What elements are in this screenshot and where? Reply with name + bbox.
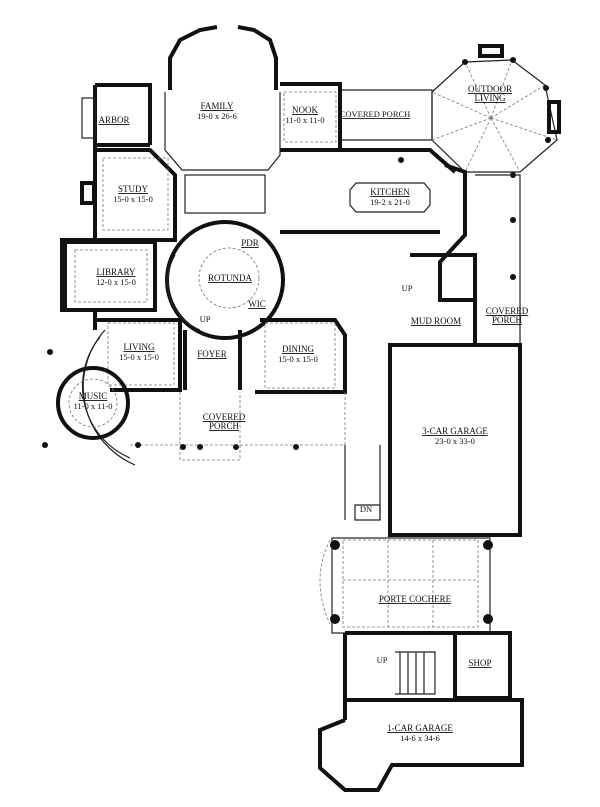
outdoor-living-rays (431, 59, 558, 173)
label-outdoor-living-1: OUTDOOR (468, 84, 512, 94)
study-ceiling (102, 157, 169, 231)
size-library: 12-0 x 15-0 (96, 277, 136, 287)
size-study: 15-0 x 15-0 (113, 194, 153, 204)
arbor-trellis (81, 97, 96, 139)
size-nook: 11-0 x 11-0 (285, 115, 324, 125)
label-up-rotunda: UP (200, 314, 211, 324)
dn-stair (354, 504, 381, 521)
size-family: 19-0 x 26-6 (197, 111, 237, 121)
label-dining: DINING (282, 344, 314, 354)
label-kitchen: KITCHEN (370, 187, 410, 197)
music-room-wall (56, 366, 130, 440)
porte-cochere-columns (330, 540, 493, 624)
music-veranda-arc-inner (81, 336, 131, 459)
library-wall (63, 240, 157, 312)
size-3-car-garage: 23-0 x 33-0 (435, 436, 475, 446)
family-room-outline (164, 92, 281, 171)
garage-stair-treads (395, 651, 436, 695)
garage-3car-wall (388, 343, 522, 537)
label-covered-porch-front-1: COVERED (203, 412, 246, 422)
label-covered-porch-east-1: COVERED (486, 306, 529, 316)
size-music: 11-0 x 11-0 (73, 401, 112, 411)
kitchen-stair-wall (410, 253, 477, 300)
label-foyer: FOYER (197, 349, 227, 359)
porte-cochere-grid (342, 539, 479, 628)
rotunda-floor (198, 247, 260, 309)
nook-ceiling (283, 91, 337, 143)
outdoor-fireplace (478, 44, 504, 58)
porte-cochere-arc (319, 539, 331, 625)
label-covered-porch-front-2: PORCH (209, 421, 240, 431)
garage-1car-wall (318, 698, 524, 792)
label-covered-porch-east-2: PORCH (492, 315, 523, 325)
size-1-car-garage: 14-6 x 34-6 (400, 733, 440, 743)
label-up-kitchen: UP (402, 283, 413, 293)
label-library: LIBRARY (96, 267, 136, 277)
label-outdoor-living-2: LIVING (475, 93, 506, 103)
label-pdr: PDR (241, 238, 259, 248)
kitchen-wall (280, 148, 457, 234)
label-mud-room: MUD ROOM (411, 316, 461, 326)
label-family: FAMILY (201, 101, 234, 111)
family-bay-wall (168, 25, 278, 90)
label-living: LIVING (124, 342, 155, 352)
study-fireplace (80, 181, 96, 205)
dining-ceiling (264, 322, 336, 389)
kitchen-island (349, 182, 431, 213)
nook-wall (280, 82, 342, 152)
porch-columns (42, 57, 551, 450)
outdoor-living-outline (431, 59, 558, 173)
label-porte-cochere: PORTE COCHERE (379, 594, 452, 604)
size-kitchen: 19-2 x 21-0 (370, 197, 410, 207)
label-wic: WIC (248, 299, 266, 309)
label-music: MUSIC (79, 391, 108, 401)
label-study: STUDY (118, 184, 149, 194)
label-shop: SHOP (468, 658, 491, 668)
library-ceiling (74, 249, 148, 303)
gallery-ceiling (184, 174, 266, 214)
living-wall (95, 318, 182, 392)
music-room-ceiling (68, 378, 118, 428)
label-up-garage: UP (377, 655, 388, 665)
label-nook: NOOK (292, 105, 318, 115)
label-dn-breezeway: DN (360, 504, 372, 514)
label-covered-porch-north: COVERED PORCH (340, 109, 411, 119)
rotunda-stair (166, 254, 201, 331)
size-living: 15-0 x 15-0 (119, 352, 159, 362)
label-1-car-garage: 1-CAR GARAGE (387, 723, 453, 733)
size-dining: 15-0 x 15-0 (278, 354, 318, 364)
label-rotunda: ROTUNDA (208, 273, 252, 283)
dining-wall (255, 318, 347, 394)
label-arbor: ARBOR (98, 115, 129, 125)
label-3-car-garage: 3-CAR GARAGE (422, 426, 488, 436)
porte-cochere-outline (331, 537, 491, 634)
foyer-wall (183, 330, 242, 390)
living-ceiling (107, 322, 175, 386)
outdoor-fireplace-east (547, 100, 561, 134)
